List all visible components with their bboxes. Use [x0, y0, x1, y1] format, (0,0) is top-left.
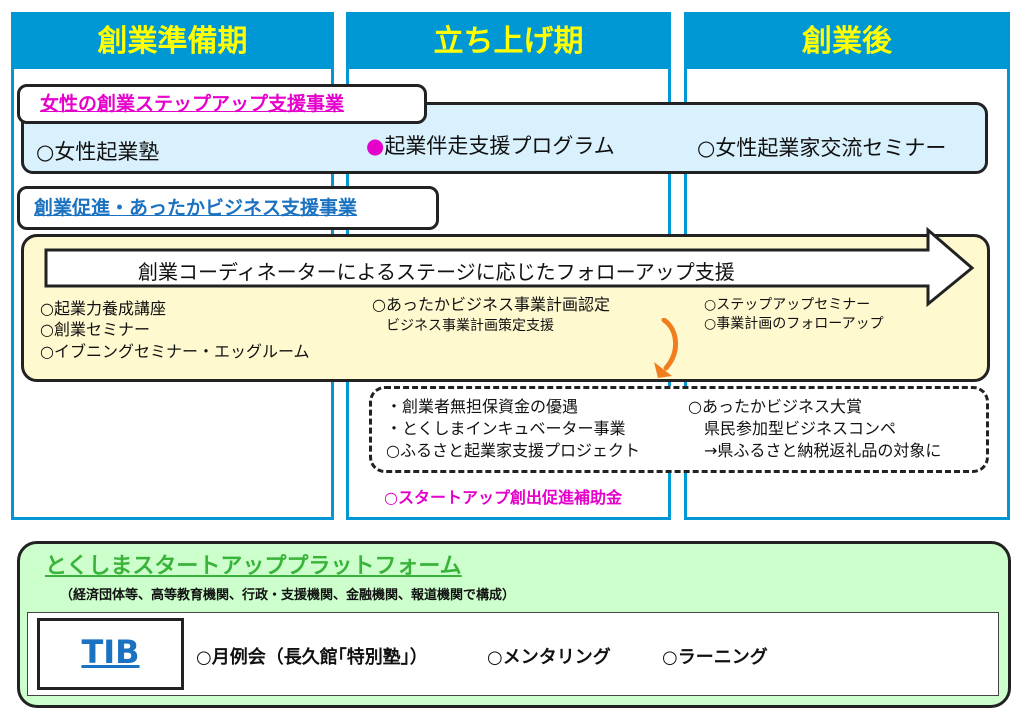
tib-item-mentoring: ○メンタリング: [487, 647, 611, 668]
phase-header-launch: 立ち上げ期: [349, 15, 668, 69]
women-program-title: 女性の創業ステップアップ支援事業: [17, 84, 427, 124]
curved-arrow-icon: [654, 318, 678, 378]
benefits-dashed-box: [369, 386, 989, 473]
support-right-item-1: ○ステップアップセミナー: [704, 297, 871, 313]
benefit-right-item-2: 県民参加型ビジネスコンペ: [704, 419, 897, 438]
tib-panel: [27, 612, 999, 696]
support-middle-item-1: ○あったかビジネス事業計画認定: [372, 295, 610, 314]
follow-up-arrow-label: 創業コーディネーターによるステージに応じたフォローアップ支援: [138, 260, 735, 284]
tib-item-learning: ○ラーニング: [662, 647, 768, 668]
startup-subsidy: ○スタートアップ創出促進補助金: [384, 488, 622, 507]
platform-title: とくしまスタートアッププラットフォーム: [45, 554, 462, 579]
tib-item-monthly: ○月例会（長久館｢特別塾｣）: [196, 647, 428, 668]
benefit-left-item-2: ・とくしまインキュベーター事業: [386, 419, 626, 438]
benefit-right-item-1: ○あったかビジネス大賞: [688, 397, 862, 416]
women-item-juku: ○女性起業塾: [36, 140, 160, 164]
phase-header-preparation: 創業準備期: [14, 15, 331, 69]
business-support-title: 創業促進・あったかビジネス支援事業: [17, 186, 439, 230]
platform-subtitle: （経済団体等、高等教育機関、行政・支援機関、金融機関、報道機関で構成）: [60, 588, 516, 603]
support-left-item-3: ○イブニングセミナー・エッグルーム: [40, 342, 310, 361]
support-middle-item-2: ビジネス事業計画策定支援: [386, 318, 554, 334]
support-right-item-2: ○事業計画のフォローアップ: [704, 316, 884, 332]
support-left-item-1: ○起業力養成講座: [40, 299, 166, 318]
women-item-accompany: ●起業伴走支援プログラム: [366, 130, 615, 160]
bullet-dot-icon: ●: [366, 134, 385, 158]
benefit-right-item-3: →県ふるさと納税返礼品の対象に: [704, 441, 942, 460]
phase-header-post: 創業後: [687, 15, 1007, 69]
benefit-left-item-3: ○ふるさと起業家支援プロジェクト: [386, 441, 640, 460]
follow-up-arrow-icon: [44, 226, 975, 308]
tib-label: TIB: [37, 618, 184, 690]
support-left-item-2: ○創業セミナー: [40, 320, 150, 339]
women-item-accompany-text: 起業伴走支援プログラム: [384, 134, 615, 158]
women-item-exchange: ○女性起業家交流セミナー: [697, 136, 947, 160]
benefit-left-item-1: ・創業者無担保資金の優遇: [386, 397, 579, 416]
